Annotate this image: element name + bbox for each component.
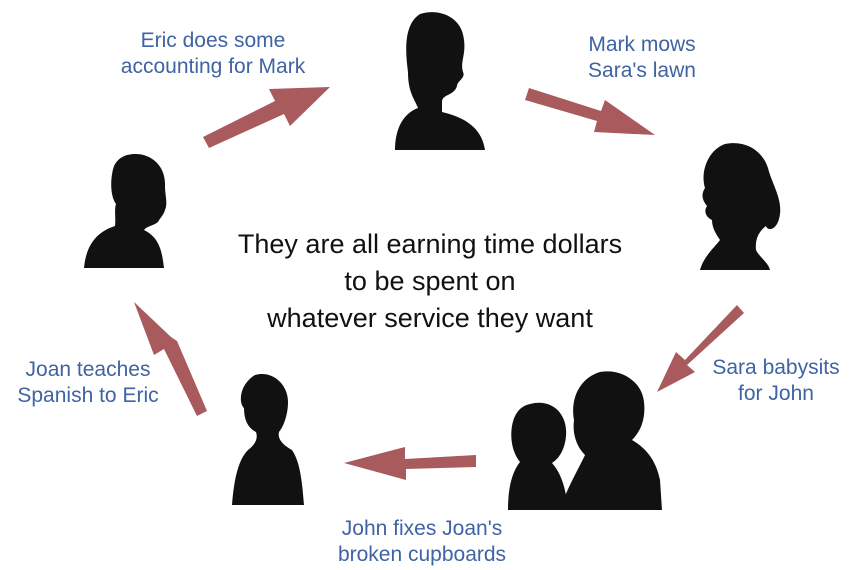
exchange-label-eric-mark: Eric does some accounting for Mark (103, 28, 323, 80)
exchange-label-line: John fixes Joan's (341, 517, 503, 540)
exchange-label-line: for John (738, 382, 814, 405)
exchange-label-mark-sara: Mark mows Sara's lawn (562, 32, 722, 84)
exchange-label-sara-john: Sara babysits for John (706, 355, 846, 407)
arrow-john-to-joan (344, 447, 476, 480)
exchange-label-line: broken cupboards (337, 543, 507, 566)
center-line-1: They are all earning time dollars (237, 229, 623, 259)
exchange-label-joan-eric: Joan teaches Spanish to Eric (4, 357, 172, 409)
exchange-label-line: Mark mows (588, 33, 696, 56)
center-line-2: to be spent on (344, 266, 516, 296)
exchange-label-line: Sara babysits (712, 356, 840, 379)
person-eric-silhouette (84, 153, 167, 268)
exchange-label-line: Joan teaches (25, 358, 151, 381)
arrow-joan-to-eric (134, 302, 207, 416)
person-joan-silhouette (232, 373, 304, 505)
exchange-arrows (134, 87, 744, 480)
person-sara-silhouette (700, 143, 781, 270)
exchange-label-line: Eric does some (140, 29, 286, 52)
center-line-3: whatever service they want (267, 303, 593, 333)
person-mark-silhouette (395, 12, 485, 151)
exchange-label-line: accounting for Mark (120, 55, 306, 78)
arrow-sara-to-john (657, 305, 744, 392)
person-john-silhouette (508, 371, 662, 510)
exchange-label-line: Sara's lawn (588, 59, 696, 82)
arrow-mark-to-sara (525, 88, 655, 135)
exchange-label-john-joan: John fixes Joan's broken cupboards (317, 516, 527, 568)
exchange-label-line: Spanish to Eric (17, 384, 159, 407)
arrow-eric-to-mark (203, 87, 330, 148)
center-message: They are all earning time dollars to be … (205, 226, 655, 337)
